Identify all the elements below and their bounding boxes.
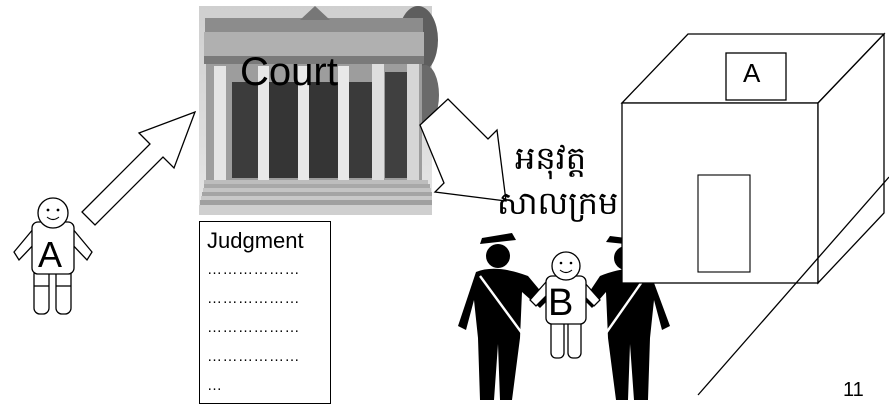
page-number: 11: [843, 379, 864, 401]
person-a-label: A: [38, 234, 63, 275]
court-label: Court: [240, 50, 338, 94]
building-door: [697, 174, 751, 273]
guard-left: [480, 233, 516, 244]
judgment-line: ………………: [207, 261, 300, 278]
enforce-label-line2: សាលក្រម: [497, 185, 619, 221]
judgment-line: ………………: [207, 319, 300, 336]
person-b-figure: [529, 251, 601, 359]
judgment-line: ………………: [207, 348, 300, 365]
arrow-to-enforcement: [419, 98, 507, 202]
person-b-label: B: [548, 282, 574, 324]
arrow-to-court: [81, 110, 197, 226]
judgment-title: Judgment: [207, 228, 304, 253]
judgment-line: ………………: [207, 290, 300, 307]
judgment-document: Judgment ……………… ……………… ……………… ……………… …: [199, 221, 331, 404]
judgment-line: …: [207, 377, 223, 394]
enforce-label-line1: អនុវត្ត: [515, 140, 587, 176]
building-label: A: [743, 58, 761, 88]
building-label-box: [725, 52, 787, 101]
